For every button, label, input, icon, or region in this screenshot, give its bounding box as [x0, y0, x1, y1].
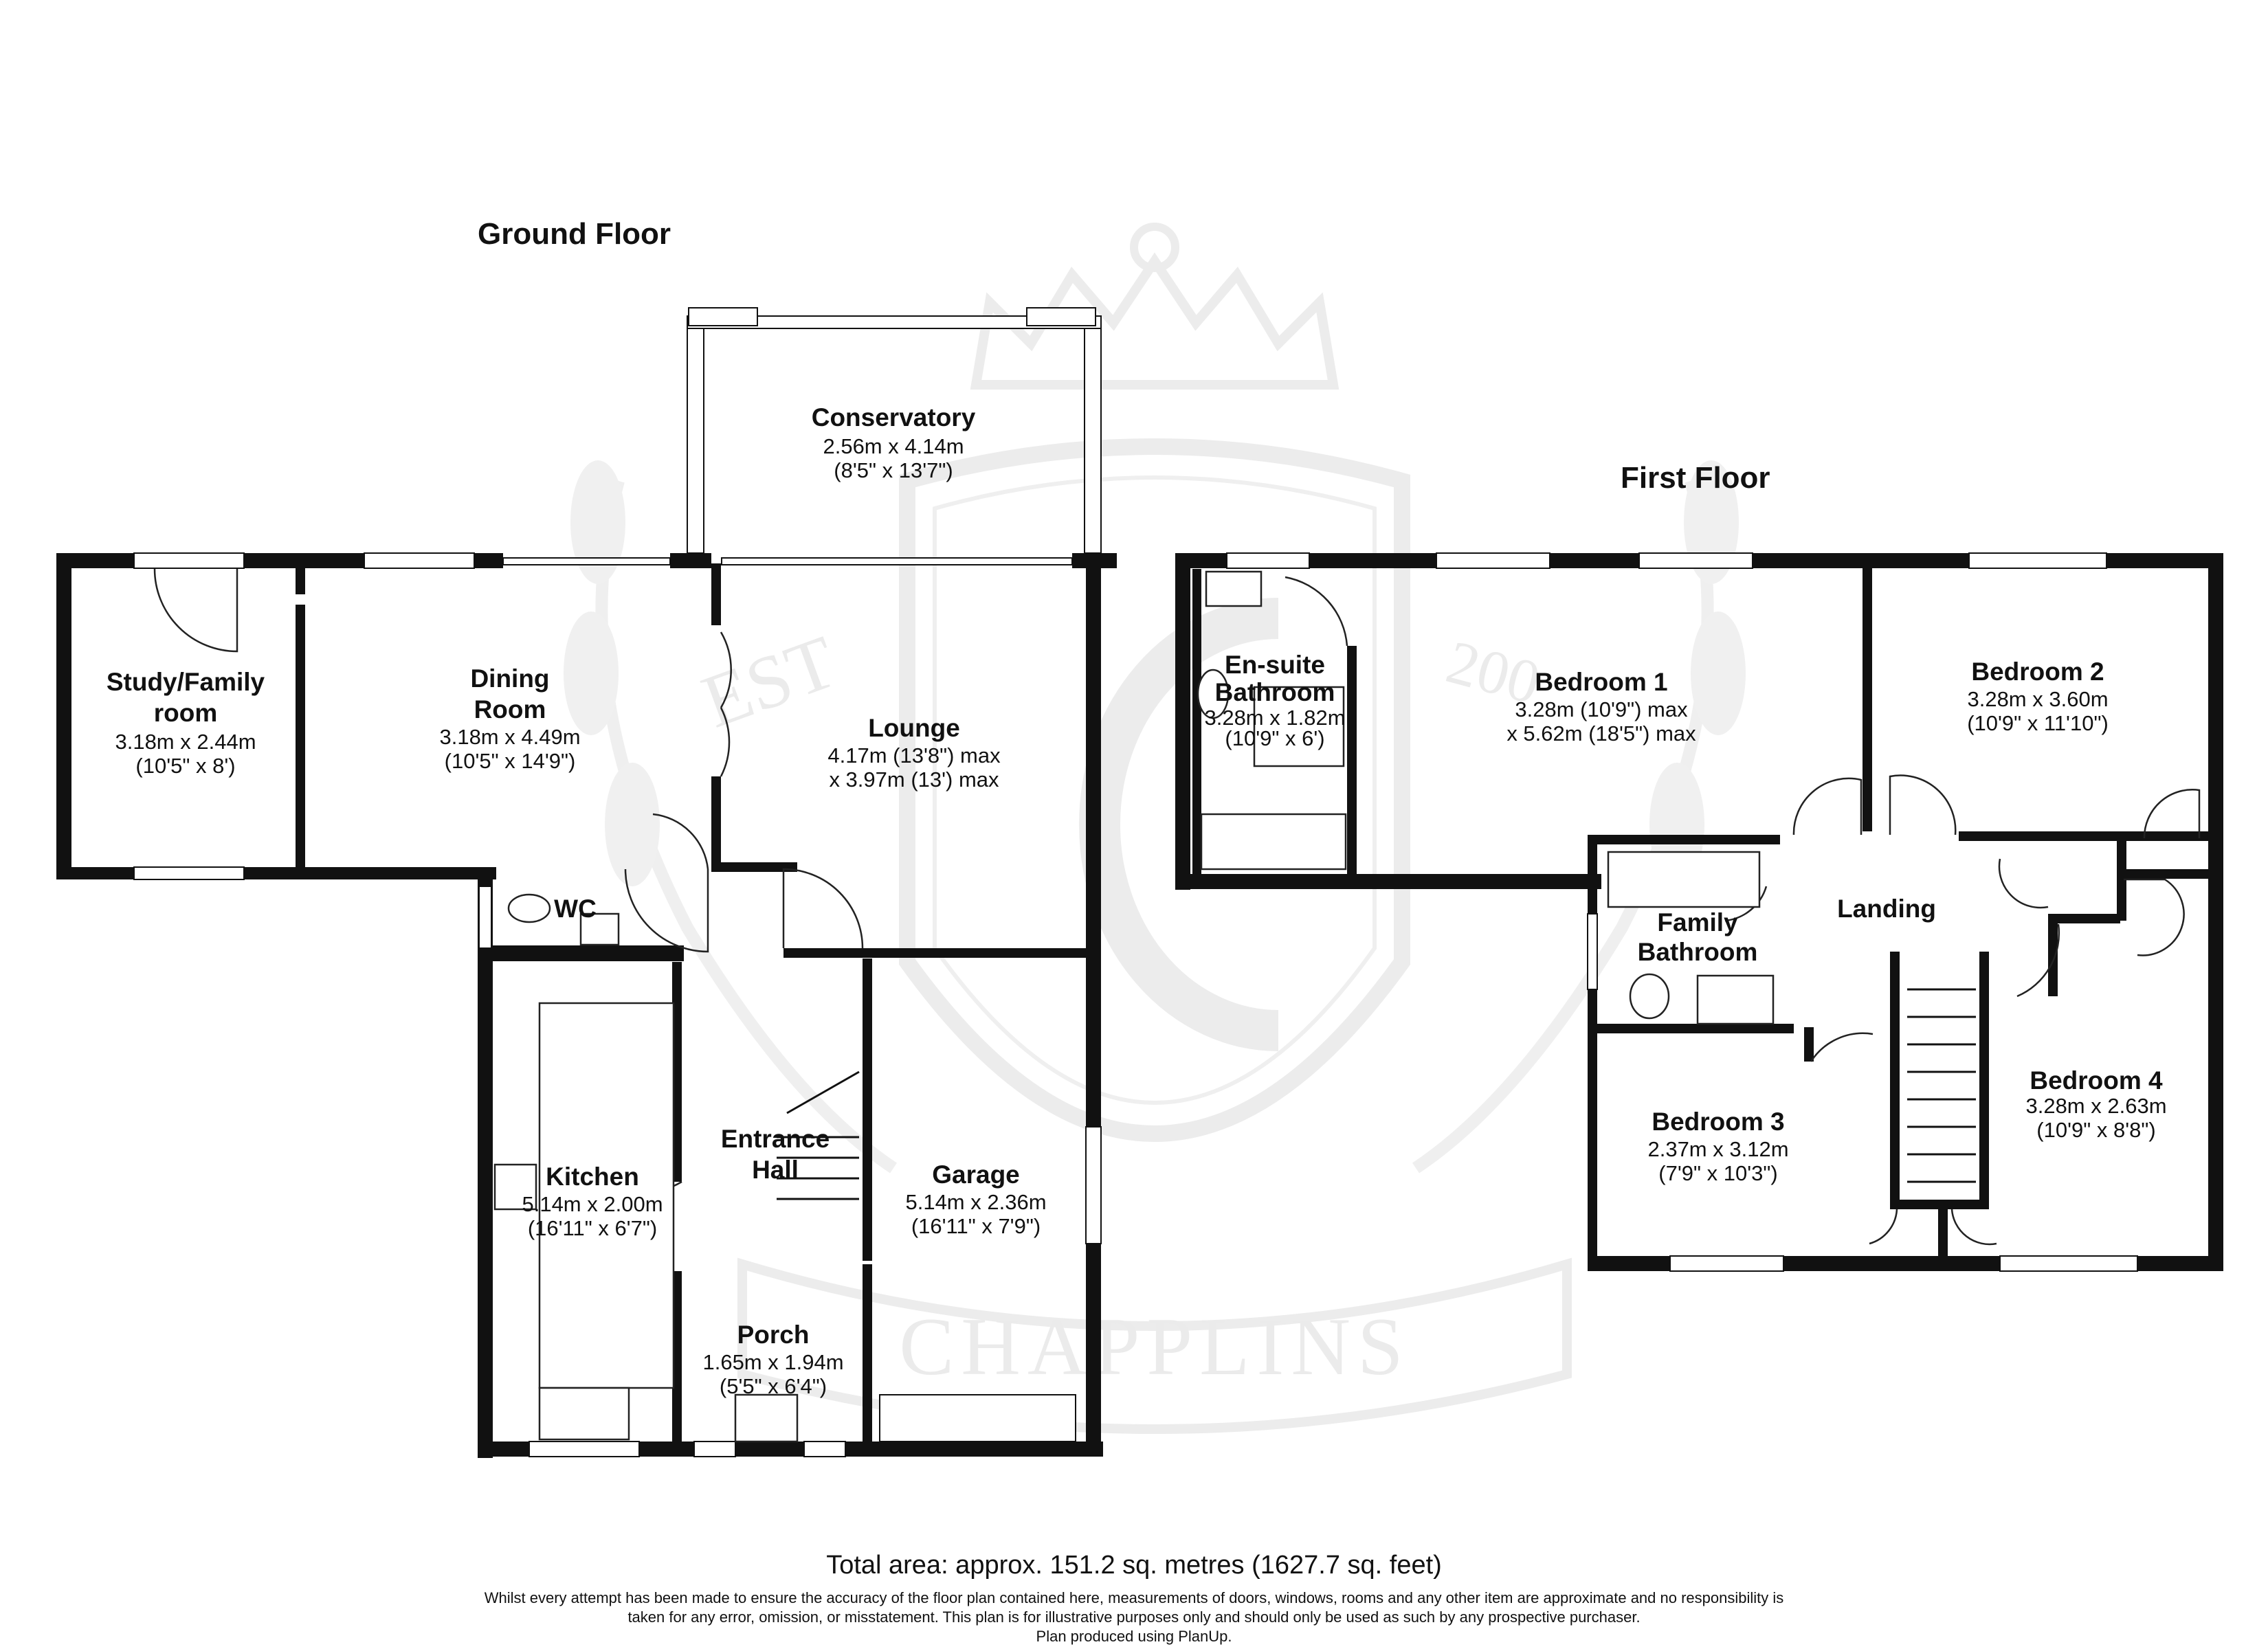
room-ensuite: En-suite Bathroom 3.28m x 1.82m (10'9" x…	[1204, 651, 1345, 750]
family-bath-name-line2: Bathroom	[1638, 938, 1758, 966]
study-name-line2: room	[154, 699, 218, 727]
entrance-name-line1: Entrance	[721, 1125, 830, 1153]
dining-name-line1: Dining	[470, 664, 549, 693]
ground-floor-title: Ground Floor	[478, 217, 671, 251]
room-conservatory: Conservatory 2.56m x 4.14m (8'5" x 13'7"…	[812, 403, 976, 482]
watermark-crest	[564, 223, 1746, 1434]
room-garage: Garage 5.14m x 2.36m (16'11" x 7'9")	[905, 1160, 1046, 1238]
porch-name: Porch	[737, 1321, 810, 1349]
landing-name: Landing	[1837, 895, 1936, 923]
study-name-line1: Study/Family	[107, 668, 265, 696]
garage-dim-metric: 5.14m x 2.36m	[905, 1190, 1046, 1214]
bed3-dim-metric: 2.37m x 3.12m	[1647, 1137, 1788, 1161]
room-bedroom-2: Bedroom 2 3.28m x 3.60m (10'9" x 11'10")	[1967, 658, 2109, 735]
produced-by: Plan produced using PlanUp.	[1036, 1628, 1232, 1645]
disclaimer-line2: taken for any error, omission, or missta…	[627, 1608, 1640, 1626]
bed3-name: Bedroom 3	[1652, 1108, 1784, 1136]
dining-dim-imperial: (10'5" x 14'9")	[445, 749, 576, 773]
room-porch: Porch 1.65m x 1.94m (5'5" x 6'4")	[702, 1321, 843, 1398]
lounge-name: Lounge	[868, 714, 960, 742]
bed1-name: Bedroom 1	[1535, 668, 1667, 696]
wc-name: WC	[554, 895, 597, 923]
conservatory-dim-imperial: (8'5" x 13'7")	[834, 458, 953, 482]
room-dining: Dining Room 3.18m x 4.49m (10'5" x 14'9"…	[439, 664, 580, 773]
conservatory-dim-metric: 2.56m x 4.14m	[823, 434, 964, 458]
garage-dim-imperial: (16'11" x 7'9")	[911, 1214, 1041, 1238]
lounge-dim-line1: 4.17m (13'8") max	[827, 743, 1001, 767]
garage-name: Garage	[932, 1160, 1020, 1189]
room-bedroom-3: Bedroom 3 2.37m x 3.12m (7'9" x 10'3")	[1647, 1108, 1788, 1185]
bed1-dim-line2: x 5.62m (18'5") max	[1507, 721, 1696, 745]
bed4-dim-metric: 3.28m x 2.63m	[2025, 1094, 2166, 1118]
conservatory-name: Conservatory	[812, 403, 976, 431]
room-kitchen: Kitchen 5.14m x 2.00m (16'11" x 6'7")	[522, 1163, 663, 1240]
first-floor-doors	[1285, 576, 2201, 1246]
watermark-brand: CHAPPLINS	[899, 1301, 1410, 1392]
porch-dim-metric: 1.65m x 1.94m	[702, 1350, 843, 1374]
lounge-dim-line2: x 3.97m (13') max	[829, 767, 999, 792]
total-area: Total area: approx. 151.2 sq. metres (16…	[826, 1551, 1442, 1580]
entrance-name-line2: Hall	[752, 1156, 799, 1184]
first-floor-fixtures	[1197, 570, 1976, 1183]
first-floor-title: First Floor	[1621, 461, 1770, 495]
ensuite-dim-metric: 3.28m x 1.82m	[1204, 706, 1345, 730]
bed4-name: Bedroom 4	[2030, 1066, 2163, 1095]
first-floor-windows	[1226, 552, 2138, 1272]
disclaimer-line1: Whilst every attempt has been made to en…	[485, 1589, 1784, 1606]
porch-dim-imperial: (5'5" x 6'4")	[720, 1374, 827, 1398]
ground-floor-windows	[133, 552, 1102, 1457]
room-entrance-hall: Entrance Hall	[721, 1125, 830, 1184]
ensuite-dim-imperial: (10'9" x 6')	[1225, 726, 1324, 750]
ensuite-name-line2: Bathroom	[1215, 678, 1335, 706]
family-bath-name-line1: Family	[1657, 908, 1738, 936]
dining-dim-metric: 3.18m x 4.49m	[439, 725, 580, 749]
bed2-dim-imperial: (10'9" x 11'10")	[1967, 711, 2109, 735]
room-family-bathroom: Family Bathroom	[1638, 908, 1758, 966]
bed2-name: Bedroom 2	[1971, 658, 2104, 686]
kitchen-name: Kitchen	[546, 1163, 639, 1191]
watermark-est: EST	[691, 619, 846, 744]
room-study: Study/Family room 3.18m x 2.44m (10'5" x…	[107, 668, 265, 778]
ground-floor-doors	[153, 568, 864, 1443]
room-bedroom-4: Bedroom 4 3.28m x 2.63m (10'9" x 8'8")	[2025, 1066, 2166, 1142]
study-dim-metric: 3.18m x 2.44m	[115, 730, 256, 754]
kitchen-dim-metric: 5.14m x 2.00m	[522, 1192, 663, 1216]
study-dim-imperial: (10'5" x 8')	[135, 754, 235, 778]
bed2-dim-metric: 3.28m x 3.60m	[1967, 687, 2108, 711]
room-lounge: Lounge 4.17m (13'8") max x 3.97m (13') m…	[827, 714, 1001, 792]
ground-floor-fixtures	[493, 893, 860, 1441]
ensuite-name-line1: En-suite	[1225, 651, 1325, 679]
room-bedroom-1: Bedroom 1 3.28m (10'9") max x 5.62m (18'…	[1507, 668, 1696, 745]
bed4-dim-imperial: (10'9" x 8'8")	[2036, 1118, 2155, 1142]
kitchen-dim-imperial: (16'11" x 6'7")	[528, 1216, 657, 1240]
dining-name-line2: Room	[474, 695, 546, 723]
bed3-dim-imperial: (7'9" x 10'3")	[1658, 1161, 1777, 1185]
bed1-dim-line1: 3.28m (10'9") max	[1515, 697, 1688, 721]
